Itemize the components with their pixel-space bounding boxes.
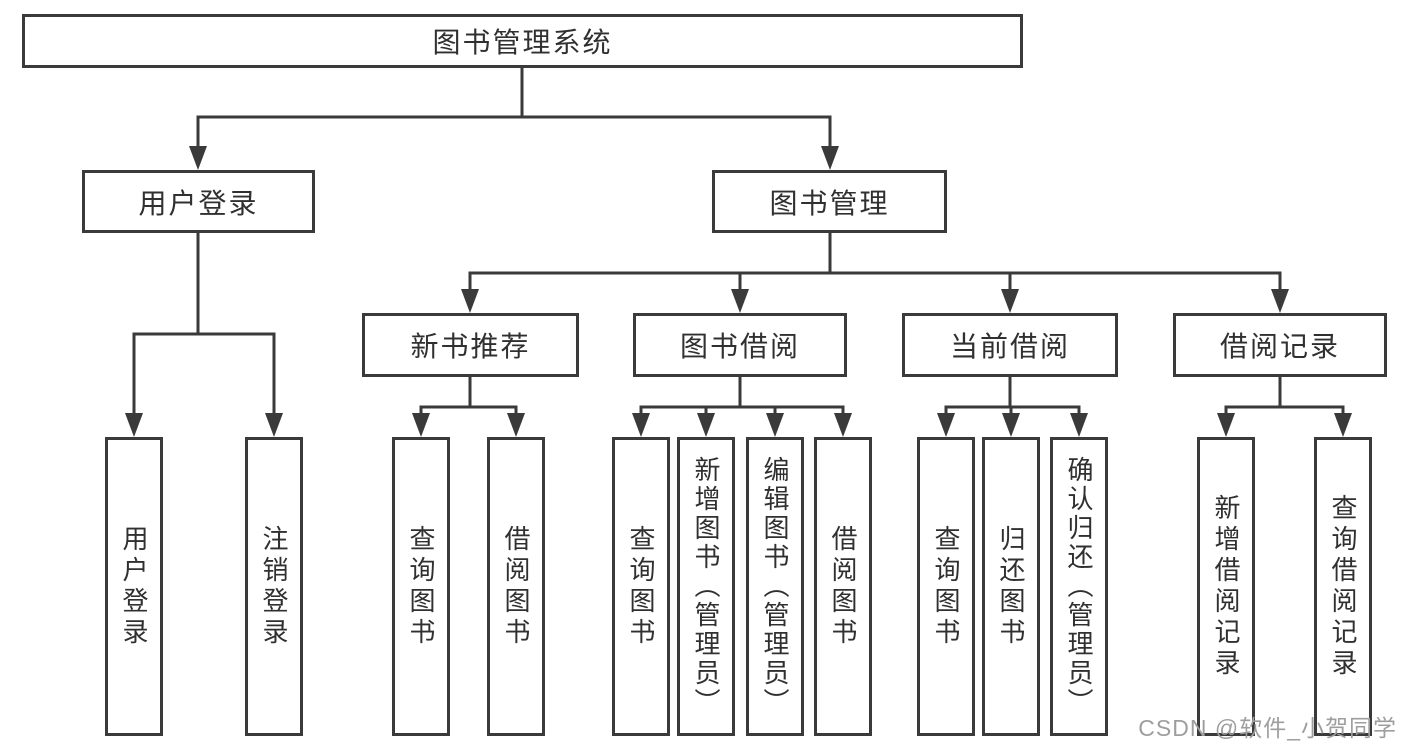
node-library-system: 图书管理系统 [22, 14, 1023, 68]
leaf-nb-borrow-book-label: 借阅图书 [501, 524, 531, 649]
node-user-login-label: 用户登录 [138, 187, 259, 219]
leaf-cb-confirm-return-label: 确认归还（管理员） [1064, 456, 1094, 717]
leaf-logout: 注销登录 [245, 437, 303, 736]
leaf-cb-query-book-label: 查询图书 [931, 524, 961, 649]
leaf-br-add-record-label: 新增借阅记录 [1211, 493, 1241, 680]
node-book-management-label: 图书管理 [769, 187, 890, 219]
leaf-cb-query-book: 查询图书 [917, 437, 975, 736]
leaf-bb-add-book: 新增图书（管理员） [677, 437, 735, 736]
node-library-system-label: 图书管理系统 [432, 27, 613, 58]
node-book-borrow: 图书借阅 [633, 313, 847, 377]
leaf-bb-query-book: 查询图书 [612, 437, 670, 736]
node-book-borrow-label: 图书借阅 [679, 331, 800, 362]
leaf-bb-edit-book-label: 编辑图书（管理员） [760, 456, 790, 717]
node-borrow-record: 借阅记录 [1173, 313, 1387, 377]
leaf-cb-return-book-label: 归还图书 [996, 524, 1026, 649]
leaf-nb-query-book: 查询图书 [392, 437, 450, 736]
node-user-login: 用户登录 [82, 170, 315, 233]
leaf-bb-query-book-label: 查询图书 [626, 524, 656, 649]
leaf-cb-confirm-return: 确认归还（管理员） [1050, 437, 1108, 736]
leaf-br-query-record: 查询借阅记录 [1314, 437, 1372, 736]
node-current-borrow-label: 当前借阅 [949, 331, 1070, 362]
leaf-bb-borrow-book: 借阅图书 [814, 437, 872, 736]
leaf-user-login-label: 用户登录 [119, 524, 149, 649]
node-book-management: 图书管理 [712, 170, 947, 233]
csdn-watermark: CSDN @软件_小贺同学 [1138, 715, 1397, 741]
leaf-logout-label: 注销登录 [259, 524, 289, 649]
leaf-bb-borrow-book-label: 借阅图书 [828, 524, 858, 649]
leaf-bb-edit-book: 编辑图书（管理员） [746, 437, 804, 736]
leaf-br-add-record: 新增借阅记录 [1197, 437, 1255, 736]
leaf-br-query-record-label: 查询借阅记录 [1328, 493, 1358, 680]
leaf-bb-add-book-label: 新增图书（管理员） [691, 456, 721, 717]
leaf-nb-borrow-book: 借阅图书 [487, 437, 545, 736]
leaf-nb-query-book-label: 查询图书 [406, 524, 436, 649]
node-borrow-record-label: 借阅记录 [1219, 331, 1340, 362]
leaf-cb-return-book: 归还图书 [982, 437, 1040, 736]
node-new-book-recommend: 新书推荐 [362, 313, 579, 377]
node-new-book-recommend-label: 新书推荐 [410, 331, 531, 362]
leaf-user-login: 用户登录 [105, 437, 163, 736]
node-current-borrow: 当前借阅 [902, 313, 1118, 377]
